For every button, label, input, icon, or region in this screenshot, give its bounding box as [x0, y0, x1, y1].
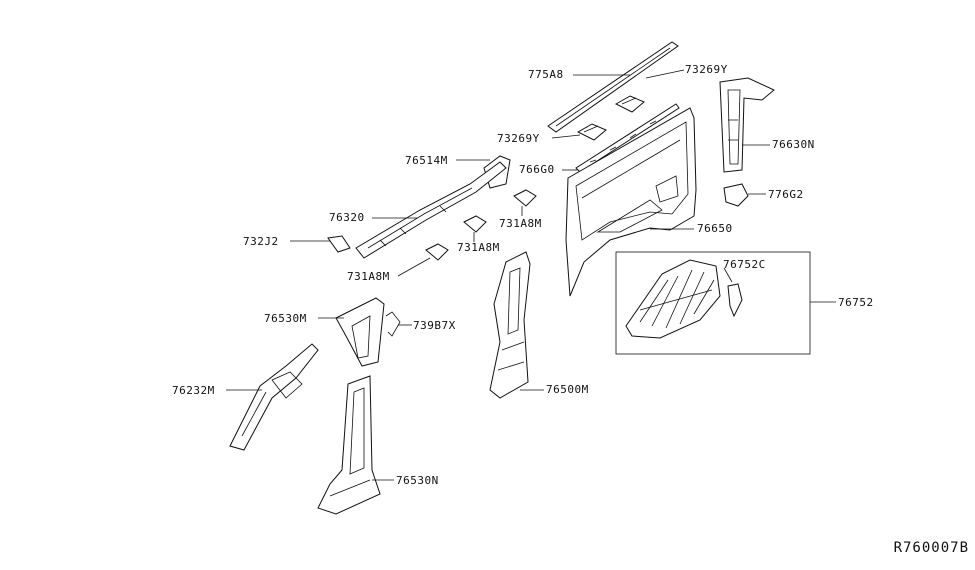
part-766G0-seal — [562, 103, 680, 173]
part-76530M-pillar — [318, 297, 385, 367]
label-766G0: 766G0 — [519, 163, 555, 176]
part-731A8M-clip-c — [397, 243, 449, 277]
part-76752-wheelhouse-group — [615, 251, 836, 355]
label-731A8M-b: 731A8M — [457, 241, 500, 254]
label-76500M: 76500M — [546, 383, 589, 396]
label-76650: 76650 — [697, 222, 733, 235]
part-76650-side-panel — [565, 107, 697, 297]
label-732J2: 732J2 — [243, 235, 279, 248]
diagram-reference-code: R760007B — [893, 540, 969, 556]
part-76320-rail — [355, 161, 507, 259]
label-76630N: 76630N — [772, 138, 815, 151]
part-731A8M-clip-a — [513, 189, 537, 216]
label-731A8M-a: 731A8M — [499, 217, 542, 230]
part-776G2-bracket — [723, 183, 766, 207]
part-739B7X-fastener — [385, 311, 412, 337]
label-73269Y-upper: 73269Y — [685, 63, 728, 76]
part-73269Y-upper-clip — [614, 69, 685, 113]
part-731A8M-clip-b — [463, 215, 487, 242]
label-775A8: 775A8 — [528, 68, 564, 81]
part-76232M-pillar-reinforcement — [226, 343, 319, 451]
label-76530M: 76530M — [264, 312, 307, 325]
part-76530N-lower-pillar — [317, 375, 394, 515]
part-73269Y-lower-clip — [551, 123, 607, 141]
label-76514M: 76514M — [405, 154, 448, 167]
label-76320: 76320 — [329, 211, 365, 224]
part-775A8-roof-rail — [547, 41, 679, 133]
part-732J2-clip — [290, 235, 351, 253]
label-73269Y-lower: 73269Y — [497, 132, 540, 145]
label-76530N: 76530N — [396, 474, 439, 487]
label-76752C: 76752C — [723, 258, 766, 271]
label-739B7X: 739B7X — [413, 319, 456, 332]
part-76500M-center-pillar — [489, 251, 544, 399]
label-76232M: 76232M — [172, 384, 215, 397]
label-776G2: 776G2 — [768, 188, 804, 201]
label-76752: 76752 — [838, 296, 874, 309]
label-731A8M-c: 731A8M — [347, 270, 390, 283]
part-76630N-rear-pillar — [719, 77, 775, 173]
